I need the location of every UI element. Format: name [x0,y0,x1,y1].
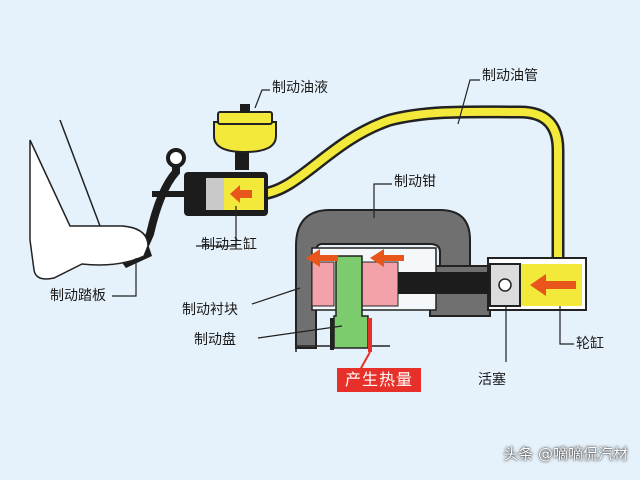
fluid-reservoir [213,104,277,170]
label-brake-caliper: 制动钳 [394,174,436,190]
brake-pad-left [311,261,335,307]
label-brake-fluid: 制动油液 [272,80,328,96]
brake-fluid-line [260,105,565,268]
label-brake-disc: 制动盘 [194,332,236,348]
label-brake-line: 制动油管 [482,68,538,84]
pad-arrow-left [306,249,338,267]
master-cylinder [184,172,268,216]
pedal-arm [138,148,186,256]
pad-arrow-right [370,249,404,267]
label-wheel-cylinder: 轮缸 [576,336,604,352]
piston [489,263,521,307]
label-leaders [112,79,574,362]
label-master-cylinder: 制动主缸 [201,237,257,253]
label-piston: 活塞 [478,372,506,388]
label-brake-pedal: 制动踏板 [50,288,106,304]
heat-badge: 产生热量 [337,368,422,392]
brake-pad-right [361,261,399,307]
label-brake-pad: 制动衬块 [182,302,238,318]
master-cylinder-arrow [230,185,252,203]
piston-rod [396,272,496,294]
watermark: 头条 @嘀嘀侃汽材 [503,445,628,463]
driver-foot [29,119,149,280]
wheel-cylinder-arrow [530,274,576,296]
